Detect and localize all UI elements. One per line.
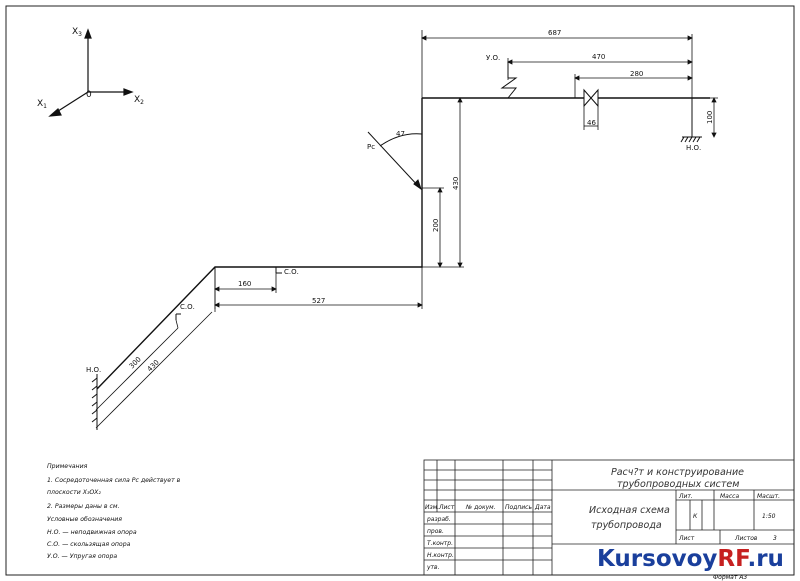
- stamp-nkontr: Н.контр.: [427, 552, 454, 559]
- stamp-utv: утв.: [426, 564, 440, 571]
- dim-46: 46: [587, 119, 596, 127]
- dim-280: 280: [630, 70, 643, 78]
- label-co-left: С.О.: [180, 303, 195, 311]
- notes-line3: 2. Размеры даны в см.: [47, 503, 120, 510]
- sliding-support-left: [175, 313, 181, 320]
- notes-line7: У.О. — Упругая опора: [47, 553, 117, 560]
- notes-line4: Условные обозначения: [47, 515, 122, 523]
- stamp-title1: Расч?т и конструирование: [611, 467, 744, 478]
- notes-line2: плоскости X₃OX₂: [47, 489, 101, 496]
- stamp-listov-val: 3: [773, 535, 777, 542]
- label-force: Pc: [367, 143, 375, 151]
- label-no-right: Н.О.: [686, 144, 701, 152]
- stamp-scale: 1:50: [762, 513, 776, 520]
- fixed-support-right: [680, 98, 702, 143]
- force-vector: [367, 131, 423, 191]
- dim-470: 470: [592, 53, 605, 61]
- stamp-massa: Масса: [720, 493, 739, 500]
- stamp-h-doc: № докум.: [465, 504, 496, 511]
- stamp-masshtab: Масшт.: [757, 493, 780, 500]
- sliding-support-right: [275, 267, 282, 274]
- stamp-title2: трубопроводных систем: [617, 479, 739, 490]
- dim-100: 100: [706, 111, 714, 124]
- axis-x2-label: X2: [134, 95, 144, 106]
- dim-200: 200: [432, 219, 440, 232]
- dimension-lines: [95, 34, 718, 429]
- stamp-k: К: [693, 513, 698, 520]
- fixed-support-left: [91, 374, 98, 430]
- notes-line1: 1. Сосредоточенная сила Рс действует в: [47, 477, 181, 484]
- label-co-right: С.О.: [284, 268, 299, 276]
- axis-origin-label: 0: [86, 90, 92, 100]
- label-yo: У.О.: [486, 54, 500, 62]
- dim-430-vertical: 430: [452, 177, 460, 190]
- stamp-tkontr: Т.контр.: [427, 540, 453, 547]
- pipeline-line: [96, 30, 710, 390]
- watermark: KursovoyRF.ru: [597, 546, 784, 572]
- label-no-left: Н.О.: [86, 366, 101, 374]
- dim-160: 160: [238, 280, 251, 288]
- stamp-prov: пров.: [427, 528, 444, 535]
- title-block: [423, 459, 795, 576]
- dim-527: 527: [312, 297, 325, 305]
- stamp-h-date: Дата: [534, 504, 551, 511]
- notes-block: Примечания 1. Сосредоточенная сила Рс де…: [47, 463, 181, 560]
- notes-title: Примечания: [47, 463, 88, 470]
- stamp-h-list: Лист: [438, 504, 455, 511]
- stamp-lit: Лит.: [678, 493, 693, 500]
- stamp-listov: Листов: [734, 535, 758, 542]
- axis-x1-label: X1: [37, 99, 47, 110]
- dim-430-incline: 430: [146, 358, 161, 373]
- dim-687: 687: [548, 29, 561, 37]
- stamp-sheet2: трубопровода: [591, 520, 662, 531]
- coordinate-axes: [48, 28, 134, 117]
- stamp-list: Лист: [678, 535, 695, 542]
- notes-line6: С.О. — скользящая опора: [47, 541, 131, 548]
- dim-300: 300: [128, 355, 143, 370]
- stamp-h-izm: Изм.: [425, 504, 439, 511]
- axis-x3-label: X3: [72, 27, 82, 38]
- sheet-frame: [5, 5, 795, 576]
- stamp-razrab: разраб.: [426, 516, 451, 523]
- valve-symbol: [583, 88, 599, 108]
- stamp-sheet1: Исходная схема: [589, 505, 670, 516]
- elastic-support: [500, 62, 518, 99]
- stamp-h-sign: Подпись: [505, 504, 532, 511]
- stamp-format: Формат А3: [713, 574, 747, 581]
- angle-label: 47: [396, 130, 405, 138]
- notes-line5: Н.О. — неподвижная опора: [47, 529, 137, 536]
